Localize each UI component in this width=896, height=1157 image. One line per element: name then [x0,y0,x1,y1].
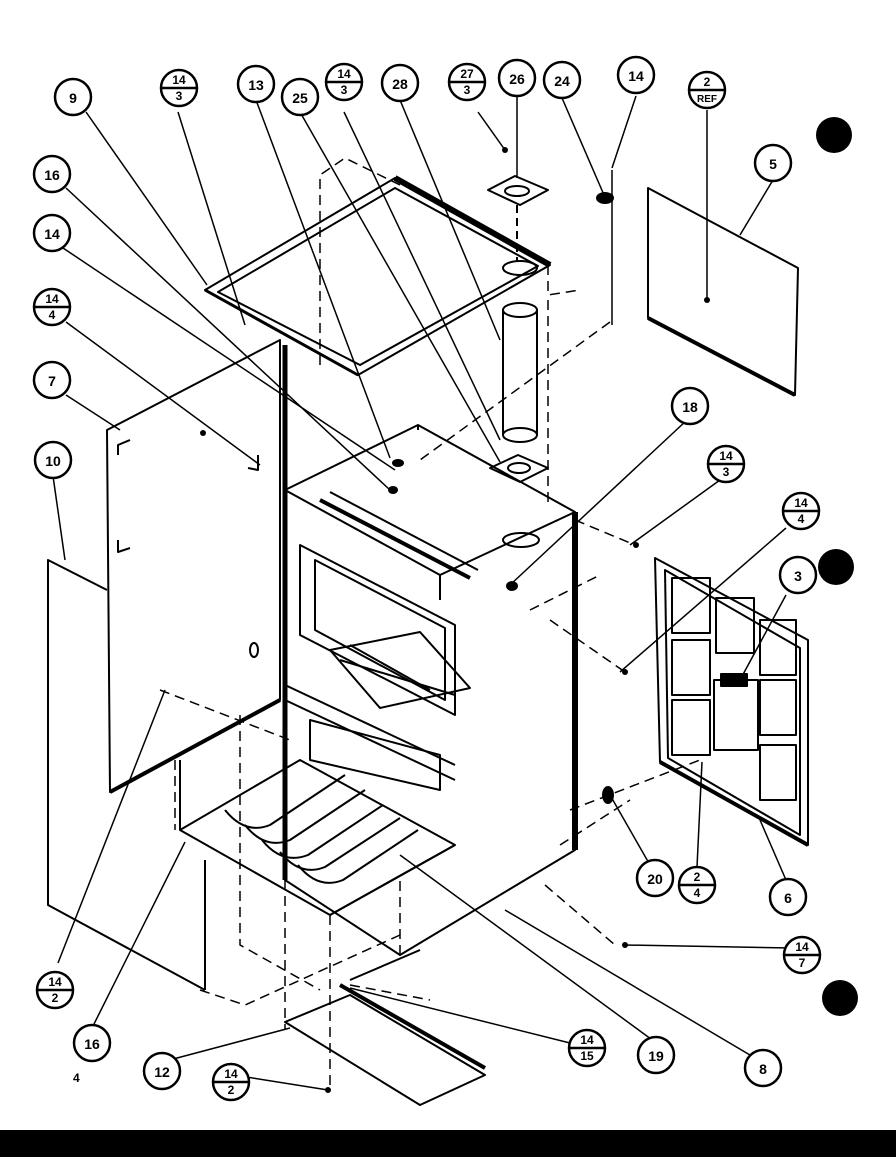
callout-6: 6 [768,877,808,917]
callout-3-label: 3 [794,568,802,584]
ref-14-4-b: 144 [781,491,821,531]
ref-14-2-b-top: 14 [224,1067,238,1081]
ref-2-ref-bottom: REF [697,94,717,105]
callout-16-left-label: 16 [44,167,60,183]
ref-27-3-top: 27 [460,67,474,81]
flue-pipe-assembly [487,175,549,483]
callout-26: 26 [497,58,537,98]
access-door-panel [647,187,799,397]
callout-19: 19 [636,1035,676,1075]
callout-10-label: 10 [45,453,61,469]
page-number: 4 [73,1071,80,1085]
callout-8: 8 [743,1048,783,1088]
ref-14-2-a-top: 14 [48,975,62,989]
callout-7-label: 7 [48,373,56,389]
ref-14-3-b: 143 [324,62,364,102]
ref-14-2-a: 142 [35,970,75,1010]
callout-16-bottom-label: 16 [84,1036,100,1052]
callout-5-label: 5 [769,156,777,172]
ref-14-15-top: 14 [580,1033,594,1047]
ref-14-2-b-bottom: 2 [228,1083,235,1097]
callout-20: 20 [635,858,675,898]
callout-24-label: 24 [554,73,570,89]
heat-exchanger [179,759,456,916]
left-side-panel [106,339,281,794]
ref-14-3-c-top: 14 [719,449,733,463]
drawing-lines [47,95,809,1106]
callout-7: 7 [32,360,72,400]
ref-14-3-b-top: 14 [337,67,351,81]
cabinet-body [282,345,578,956]
callout-25-label: 25 [292,90,308,106]
callout-12: 12 [142,1051,182,1091]
binder-hole-top [816,117,852,153]
callout-6-label: 6 [784,890,792,906]
callout-18-label: 18 [682,399,698,415]
ref-14-4-b-top: 14 [794,496,808,510]
callout-14-top-label: 14 [628,68,644,84]
callout-13: 13 [236,64,276,104]
callout-14-left-label: 14 [44,226,60,242]
leader-lines [52,95,793,1091]
fasteners [200,147,710,1093]
callout-9: 9 [53,77,93,117]
ref-27-3-bottom: 3 [464,83,471,97]
ref-14-3-a-bottom: 3 [176,89,183,103]
callout-24: 24 [542,60,582,100]
ref-14-2-b: 142 [211,1062,251,1102]
callout-14-top: 14 [616,55,656,95]
back-panel [47,559,206,991]
ref-2-ref-top: 2 [704,75,711,89]
callout-19-label: 19 [648,1048,664,1064]
ref-14-3-a: 143 [159,68,199,108]
callout-3: 3 [778,555,818,595]
ref-14-4-a: 144 [32,287,72,327]
callout-14-left: 14 [32,213,72,253]
ref-2-4-bottom: 4 [694,886,701,900]
callout-13-label: 13 [248,77,264,93]
ref-2-4: 24 [677,865,717,905]
top-frame-panel [204,175,552,377]
filter-grille-panel [654,557,809,847]
ref-14-15-bottom: 15 [580,1049,594,1063]
ref-14-7-bottom: 7 [799,956,806,970]
callout-12-label: 12 [154,1064,170,1080]
callout-10: 10 [33,440,73,480]
ref-14-4-a-bottom: 4 [49,308,56,322]
callout-25: 25 [280,77,320,117]
callout-16-bottom: 16 [72,1023,112,1063]
callout-5: 5 [753,143,793,183]
ref-27-3: 273 [447,62,487,102]
ref-14-3-c: 143 [706,444,746,484]
ref-14-3-b-bottom: 3 [341,83,348,97]
ref-14-3-c-bottom: 3 [723,465,730,479]
callout-8-label: 8 [759,1061,767,1077]
bottom-panel [284,949,486,1106]
callout-28-label: 28 [392,76,408,92]
alignment-lines [159,157,701,1090]
binder-hole-bottom [822,980,858,1016]
ref-14-3-a-top: 14 [172,73,186,87]
callout-18: 18 [670,386,710,426]
binder-hole-middle [818,549,854,585]
callout-16-left: 16 [32,154,72,194]
ref-14-7: 147 [782,935,822,975]
callout-26-label: 26 [509,71,525,87]
ref-14-4-b-bottom: 4 [798,512,805,526]
ref-2-4-top: 2 [694,870,701,884]
callout-28: 28 [380,63,420,103]
callout-20-label: 20 [647,871,663,887]
ref-14-2-a-bottom: 2 [52,991,59,1005]
callout-9-label: 9 [69,90,77,106]
ref-14-7-top: 14 [795,940,809,954]
ref-14-4-a-top: 14 [45,292,59,306]
